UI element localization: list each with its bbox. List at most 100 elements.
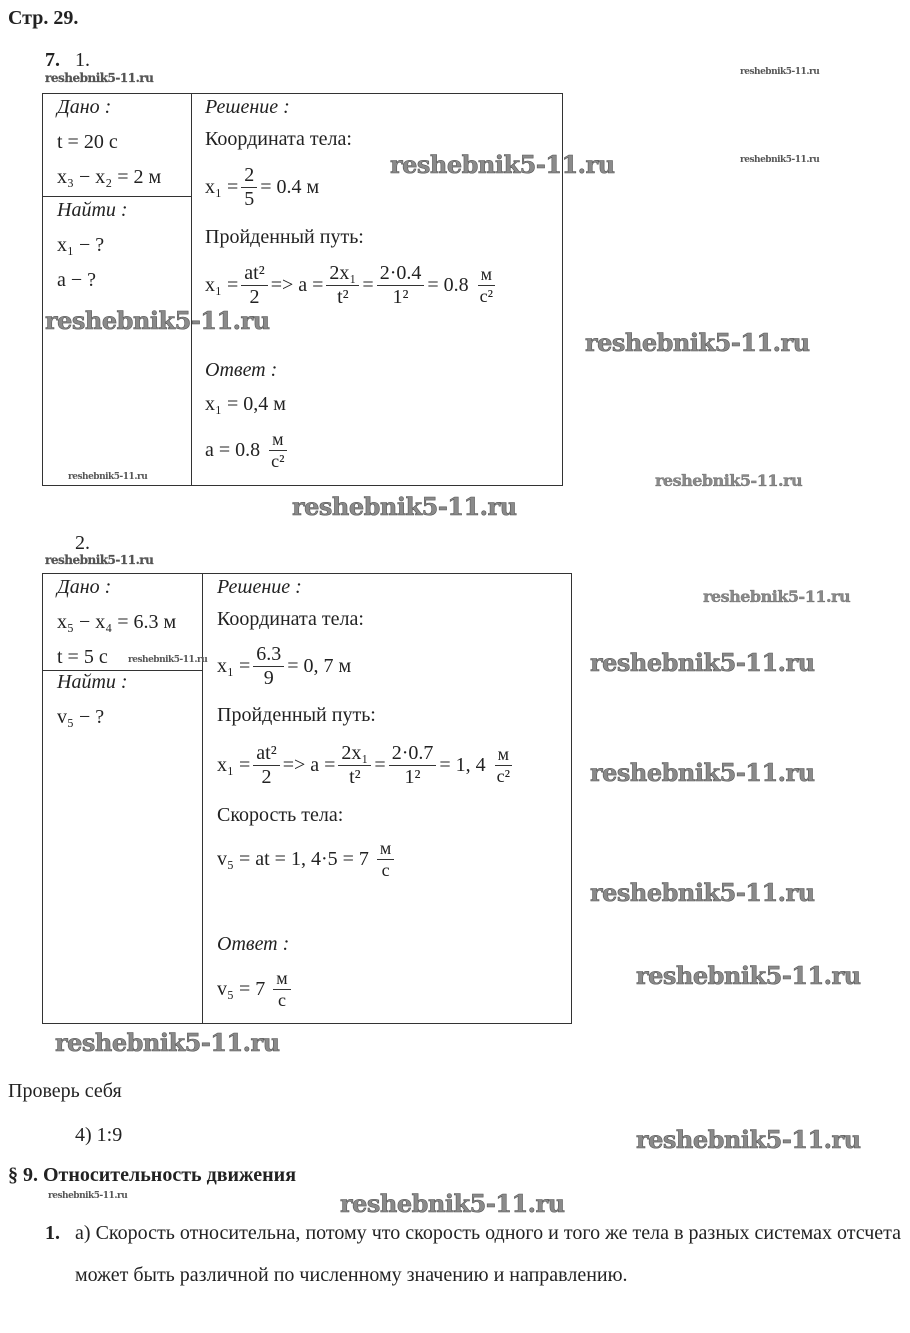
watermark: reshebnik5-11.ru [340,1189,566,1218]
numerator: at² [241,262,268,286]
formula-lhs: v₅ = 7 [217,977,266,1000]
watermark: reshebnik5-11.ru [128,655,208,665]
watermark: reshebnik5-11.ru [740,155,820,165]
formula-arrow: => a = [270,274,324,296]
find-item: x₁ − ? [57,234,105,256]
formula-result: = 0.8 [427,274,469,296]
watermark: reshebnik5-11.ru [590,648,816,677]
watermark: reshebnik5-11.ru [585,328,811,357]
numerator: м [273,968,291,990]
denominator: с [277,989,286,1010]
check-answer: 4) 1:9 [75,1124,123,1146]
given-item: x₃ − x₂ = 2 м [57,166,162,188]
numerator: м [376,838,395,860]
answer-title: Ответ : [217,933,290,955]
watermark: reshebnik5-11.ru [48,1191,128,1201]
find-title: Найти : [57,199,128,221]
denominator: 5 [244,188,255,210]
watermark: reshebnik5-11.ru [590,878,816,907]
divider [191,93,192,486]
formula-eq: = [374,754,386,776]
denominator: t² [349,766,361,788]
path-label: Пройденный путь: [205,226,364,248]
find-item: a − ? [57,269,97,291]
formula-arrow: => a = [282,754,336,776]
answer-item: x₁ = 0,4 м [205,393,286,415]
denominator: 1² [392,286,409,308]
given-item: t = 5 с [57,646,108,668]
part1-table [42,93,563,486]
watermark: reshebnik5-11.ru [636,961,862,990]
numerator: 2·0.4 [376,262,425,286]
formula-result: = 0, 7 м [287,655,352,677]
solution-title: Решение : [205,96,290,118]
find-item: v₅ − ? [57,706,105,728]
formula-eq: = [362,274,374,296]
denominator: с [381,859,390,880]
numerator: м [477,264,496,286]
formula-lhs: v₅ = at = 1, 4·5 = 7 [217,847,369,870]
formula-result: = 1, 4 [439,754,486,776]
numerator: 2x₁ [326,262,360,286]
denominator: 2 [261,766,272,788]
watermark: reshebnik5-11.ru [390,150,616,179]
coord-label: Координата тела: [205,128,352,150]
question-number: 1. [45,1222,60,1244]
numerator: 2x₁ [338,742,372,766]
question-text: а) Скорость относительна, потому что ско… [75,1222,901,1286]
given-item: x₅ − x₄ = 6.3 м [57,611,177,633]
watermark: reshebnik5-11.ru [703,587,851,606]
numerator: м [494,744,513,766]
solution-title: Решение : [217,576,302,598]
check-title: Проверь себя [8,1080,122,1102]
formula-lhs: x₁ = [217,655,251,677]
speed-label: Скорость тела: [217,804,344,826]
formula-lhs: x₁ = [217,754,251,776]
numerator: 2·0.7 [388,742,437,766]
divider [42,670,202,671]
watermark: reshebnik5-11.ru [55,1028,281,1057]
formula-lhs: x₁ = [205,176,239,198]
given-item: t = 20 с [57,131,118,153]
page-header: Стр. 29. [8,7,79,29]
denominator: с² [496,766,511,786]
find-title: Найти : [57,671,128,693]
divider [42,196,191,197]
watermark: reshebnik5-11.ru [740,67,820,77]
watermark: reshebnik5-11.ru [590,758,816,787]
given-title: Дано : [57,576,112,598]
watermark: reshebnik5-11.ru [292,492,518,521]
watermark: reshebnik5-11.ru [45,71,154,85]
watermark: reshebnik5-11.ru [45,306,271,335]
numerator: at² [253,742,280,766]
denominator: t² [337,286,349,308]
divider [202,573,203,1024]
formula-lhs: x₁ = [205,274,239,296]
numerator: м [269,429,287,451]
coord-label: Координата тела: [217,608,364,630]
part1-label: 1. [75,49,90,71]
denominator: с² [271,450,285,471]
denominator: 9 [263,667,274,689]
denominator: 2 [249,286,260,308]
given-title: Дано : [57,96,112,118]
watermark: reshebnik5-11.ru [45,553,154,567]
